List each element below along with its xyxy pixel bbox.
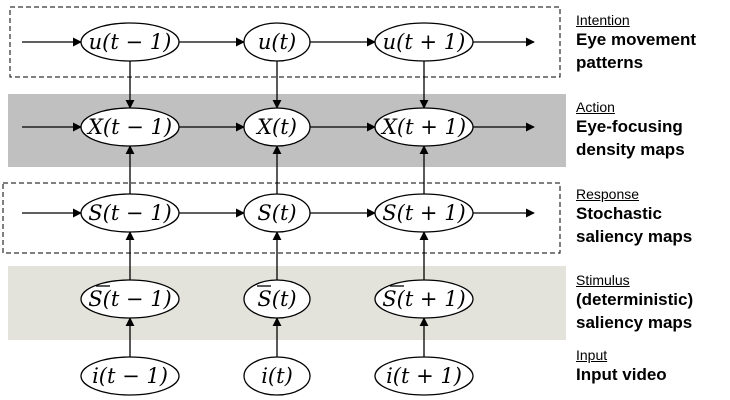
intention-description-line: patterns — [576, 53, 644, 72]
node-ellipse — [374, 356, 474, 396]
action-title: Action — [576, 99, 615, 115]
node-label: u(t + 1) — [383, 30, 466, 54]
node-ellipse — [243, 107, 311, 147]
action-description-line: Eye-focusing — [576, 117, 683, 136]
node-label: S(t) — [257, 201, 296, 225]
stimulus-caption: Stimulus (deterministic) saliency maps — [576, 272, 693, 334]
node-ellipse — [243, 279, 311, 319]
node-label: u(t) — [258, 30, 296, 54]
stimulus-description-line: (deterministic) — [576, 290, 694, 309]
intention-node-1: u(t) — [243, 22, 311, 62]
node-ellipse — [374, 279, 474, 319]
node-ellipse — [243, 193, 311, 233]
node-ellipse — [374, 107, 474, 147]
stimulus-node-2: S(t + 1) — [374, 279, 474, 319]
node-ellipse — [374, 22, 474, 62]
node-label: X(t) — [255, 115, 297, 139]
stimulus-title: Stimulus — [576, 272, 630, 288]
response-node-0: S(t − 1) — [80, 193, 180, 233]
stimulus-node-0: S(t − 1) — [80, 279, 180, 319]
input-node-0: i(t − 1) — [80, 356, 180, 396]
intention-node-0: u(t − 1) — [80, 22, 180, 62]
input-description-line: Input video — [576, 365, 667, 384]
node-label: S(t) — [257, 287, 296, 311]
node-ellipse — [243, 22, 311, 62]
response-node-2: S(t + 1) — [374, 193, 474, 233]
node-ellipse — [80, 22, 180, 62]
stimulus-node-1: S(t) — [243, 279, 311, 319]
node-label: S(t + 1) — [382, 287, 466, 311]
node-ellipse — [80, 107, 180, 147]
action-node-1: X(t) — [243, 107, 311, 147]
node-label: S(t − 1) — [88, 287, 172, 311]
input-node-1: i(t) — [243, 356, 311, 396]
input-title: Input — [576, 347, 608, 363]
node-label: i(t + 1) — [386, 364, 462, 388]
action-node-2: X(t + 1) — [374, 107, 474, 147]
node-ellipse — [243, 356, 311, 396]
intention-band — [9, 6, 561, 78]
response-band — [2, 182, 561, 254]
action-description-line: density maps — [576, 140, 685, 159]
node-label: i(t) — [261, 364, 293, 388]
node-ellipse — [80, 356, 180, 396]
input-node-2: i(t + 1) — [374, 356, 474, 396]
response-description-line: Stochastic — [576, 204, 662, 223]
node-label: S(t + 1) — [382, 201, 466, 225]
node-ellipse — [80, 279, 180, 319]
response-node-1: S(t) — [243, 193, 311, 233]
node-label: X(t − 1) — [86, 115, 172, 139]
node-label: S(t − 1) — [88, 201, 172, 225]
stimulus-description-line: saliency maps — [576, 313, 693, 332]
response-description-line: saliency maps — [576, 227, 693, 246]
intention-node-2: u(t + 1) — [374, 22, 474, 62]
node-label: X(t + 1) — [380, 115, 466, 139]
node-label: u(t − 1) — [89, 30, 172, 54]
action-node-0: X(t − 1) — [80, 107, 180, 147]
node-ellipse — [80, 193, 180, 233]
intention-title: Intention — [576, 12, 630, 28]
intention-description-line: Eye movement — [576, 30, 696, 49]
node-label: i(t − 1) — [92, 364, 168, 388]
response-title: Response — [576, 186, 640, 202]
node-ellipse — [374, 193, 474, 233]
